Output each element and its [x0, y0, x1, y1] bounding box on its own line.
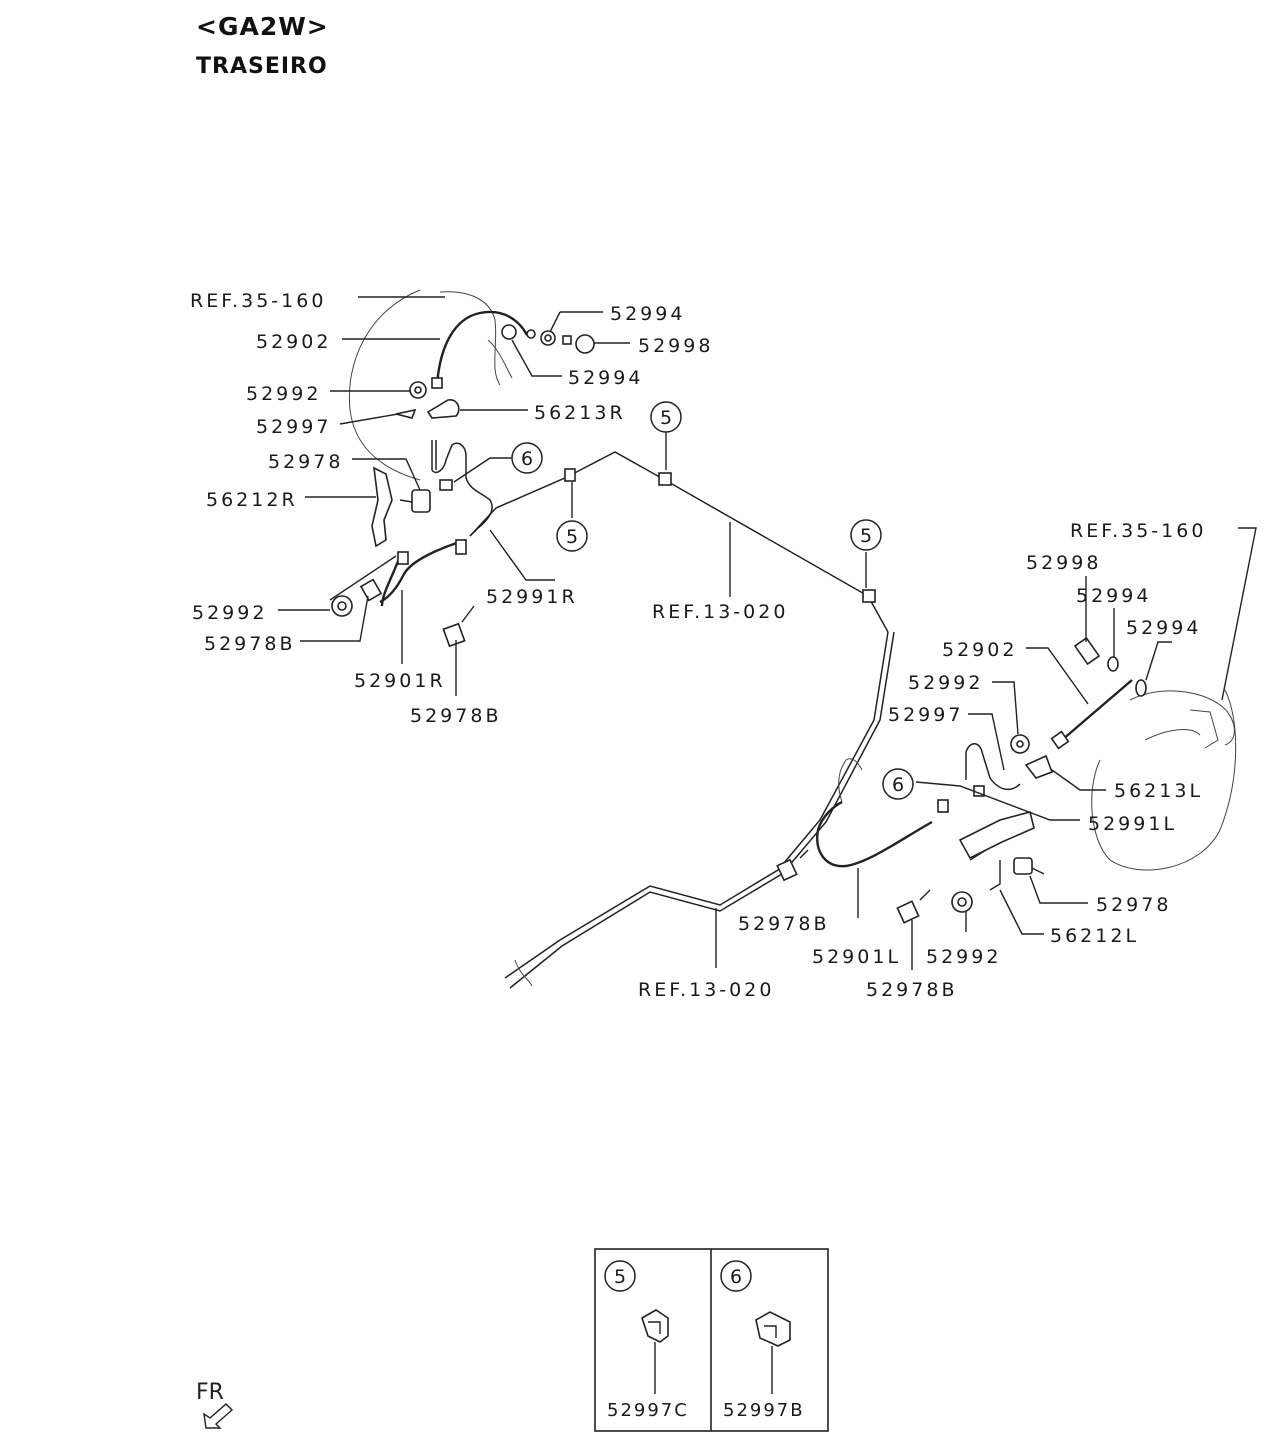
callout-ref-35-160-right: REF.35-160 — [190, 290, 326, 312]
legend-part-52997c: 52997C — [607, 1400, 689, 1421]
callout-52902-left: 52902 — [942, 639, 1017, 661]
callout-52978b-left-upper: 52978B — [738, 913, 829, 935]
callout-56212r: 56212R — [206, 489, 298, 511]
circle-ref-5-top: 5 — [660, 407, 672, 429]
callout-52992-left-lower: 52992 — [926, 946, 1001, 968]
callout-56212l: 56212L — [1050, 925, 1139, 947]
legend-cell-6: 6 52997B — [720, 1260, 805, 1421]
callout-52994-right-lower: 52994 — [568, 367, 643, 389]
callout-56213r: 56213R — [534, 402, 626, 424]
diagram-model-code: <GA2W> — [196, 12, 329, 41]
front-direction-label: FR — [196, 1380, 224, 1405]
part-callouts: REF.35-160 52902 52994 52998 52994 52992… — [190, 290, 1206, 1001]
callout-52992-right-upper: 52992 — [246, 383, 321, 405]
legend-ref-5: 5 — [614, 1266, 626, 1288]
callout-52994-left-upper: 52994 — [1076, 585, 1151, 607]
callout-52991r: 52991R — [486, 586, 578, 608]
rear-right-brake-assembly — [331, 289, 595, 648]
circle-ref-5-right: 5 — [860, 525, 872, 547]
callout-52994-right-upper: 52994 — [610, 303, 685, 325]
diagram-section-title: TRASEIRO — [196, 54, 328, 79]
callout-52991l: 52991L — [1088, 813, 1177, 835]
callout-52992-right-lower: 52992 — [192, 602, 267, 624]
callout-ref-35-160-left: REF.35-160 — [1070, 520, 1206, 542]
circle-ref-6-right: 6 — [892, 774, 904, 796]
callout-52997-right: 52997 — [256, 416, 331, 438]
callout-52992-left-upper: 52992 — [908, 672, 983, 694]
legend-ref-6: 6 — [730, 1266, 742, 1288]
callout-52978b-left-lower: 52978B — [866, 979, 957, 1001]
callout-52978-right: 52978 — [268, 451, 343, 473]
clip-52997c-drawing — [641, 1309, 669, 1343]
leader-lines — [278, 296, 1257, 970]
callout-56213l: 56213L — [1114, 780, 1203, 802]
callout-52902-right: 52902 — [256, 331, 331, 353]
clip-legend-box: 5 52997C 6 52997B — [594, 1248, 829, 1432]
circled-references: 5 6 5 5 6 — [511, 401, 914, 800]
clip-52997b-drawing — [755, 1311, 791, 1347]
callout-52901r: 52901R — [354, 670, 446, 692]
callout-52978-left: 52978 — [1096, 894, 1171, 916]
circle-ref-5-mid: 5 — [566, 526, 578, 548]
callout-52997-left: 52997 — [888, 704, 963, 726]
callout-52901l: 52901L — [812, 946, 901, 968]
callout-52998-left: 52998 — [1026, 552, 1101, 574]
callout-52994-left-lower: 52994 — [1126, 617, 1201, 639]
rear-brake-pipe-run — [469, 451, 895, 989]
callout-52978b-right-upper: 52978B — [204, 633, 295, 655]
legend-part-52997b: 52997B — [723, 1400, 805, 1421]
rear-left-brake-assembly — [776, 636, 1237, 924]
front-direction-arrow-icon — [203, 1403, 234, 1429]
legend-cell-5: 5 52997C — [604, 1260, 689, 1421]
callout-ref-13-020-top: REF.13-020 — [652, 601, 788, 623]
callout-ref-13-020-bottom: REF.13-020 — [638, 979, 774, 1001]
callout-52998-right: 52998 — [638, 335, 713, 357]
circle-ref-6-left: 6 — [521, 448, 533, 470]
callout-52978b-right-lower: 52978B — [410, 705, 501, 727]
